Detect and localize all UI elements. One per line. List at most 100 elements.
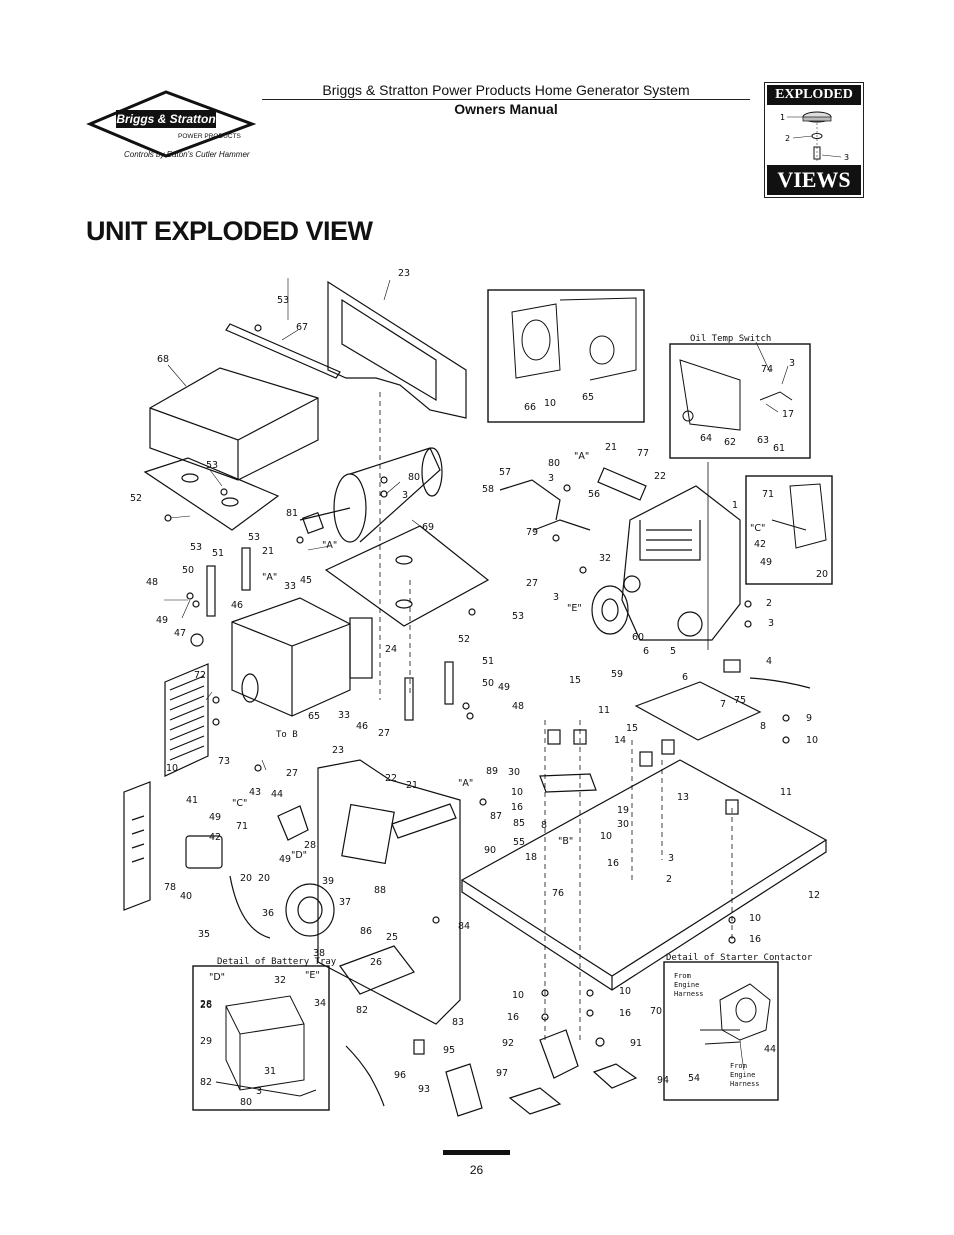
logo-brand-sub: POWER PRODUCTS <box>178 133 242 140</box>
callout: 53 <box>248 532 260 543</box>
callout: 52 <box>458 634 470 645</box>
callout: 48 <box>512 701 524 712</box>
callout: 53 <box>277 295 289 306</box>
callout: 48 <box>146 577 158 588</box>
page-heading: UNIT EXPLODED VIEW <box>86 216 373 246</box>
callout: 4 <box>766 656 772 667</box>
callout: 3 <box>553 592 559 603</box>
callout: 80 <box>408 472 420 483</box>
callout: 46 <box>356 721 368 732</box>
callout: 17 <box>782 409 794 420</box>
callout: 25 <box>386 932 398 943</box>
callout: 21 <box>605 442 617 453</box>
callout: 55 <box>513 837 525 848</box>
callout: 16 <box>619 1008 631 1019</box>
callout: "C" <box>750 523 765 534</box>
callout: 22 <box>385 773 397 784</box>
callout: 78 <box>164 882 176 893</box>
callout: 10 <box>544 398 556 409</box>
callout: 70 <box>650 1006 662 1017</box>
callout: 21 <box>406 780 418 791</box>
callout: 12 <box>808 890 820 901</box>
callout: 63 <box>757 435 769 446</box>
callout: 20 <box>816 569 828 580</box>
callout: 80 <box>240 1097 252 1108</box>
document-subtitle: Owners Manual <box>454 101 558 117</box>
callout: "A" <box>574 451 589 462</box>
callout: 43 <box>249 787 261 798</box>
caption-starter-contactor: Detail of Starter Contactor <box>666 953 813 963</box>
callout: "B" <box>558 836 573 847</box>
callout: "D" <box>291 850 307 861</box>
callout: 86 <box>360 926 372 937</box>
callout: 53 <box>512 611 524 622</box>
callout: 81 <box>286 508 298 519</box>
callout: 92 <box>502 1038 514 1049</box>
callout: 80 <box>548 458 560 469</box>
callout: 5 <box>670 646 676 657</box>
callout: 26 <box>200 1000 212 1011</box>
callout: 16 <box>749 934 761 945</box>
callout: 16 <box>607 858 619 869</box>
callout: 16 <box>507 1012 519 1023</box>
callout: 11 <box>598 705 610 716</box>
callout: 3 <box>402 490 408 501</box>
detail-box-connector-c <box>745 475 833 585</box>
detail-box-starter-contactor <box>663 961 779 1101</box>
callout: 46 <box>231 600 243 611</box>
callout: 20 <box>240 873 252 884</box>
callout: 64 <box>700 433 712 444</box>
callout: 23 <box>398 268 410 279</box>
callout: 68 <box>157 354 169 365</box>
callout: 87 <box>490 811 502 822</box>
callout: 10 <box>749 913 761 924</box>
caption-from-engine-harness-1: From Engine Harness <box>674 972 704 998</box>
callout: 34 <box>314 998 326 1009</box>
caption-oil-temp-switch: Oil Temp Switch <box>690 334 771 344</box>
callout: "A" <box>262 572 277 583</box>
callout: 20 <box>258 873 270 884</box>
callout: 10 <box>512 990 524 1001</box>
callout: 52 <box>130 493 142 504</box>
callout: 84 <box>458 921 470 932</box>
callout: 8 <box>541 820 547 831</box>
callout: 65 <box>582 392 594 403</box>
exploded-views-badge: EXPLODED 1 2 3 VIEWS <box>764 82 864 198</box>
callout: 35 <box>198 929 210 940</box>
callout: 3 <box>548 473 554 484</box>
badge-bottom-word: VIEWS <box>767 165 861 195</box>
callout: 10 <box>806 735 818 746</box>
callout: 74 <box>761 364 773 375</box>
callout: 27 <box>526 578 538 589</box>
callout: 82 <box>356 1005 368 1016</box>
caption-to-b: To B <box>276 730 298 740</box>
badge-label-1: 1 <box>780 113 785 122</box>
callout: 27 <box>378 728 390 739</box>
caption-from-engine-harness-2: From Engine Harness <box>730 1062 760 1088</box>
callout: 94 <box>657 1075 669 1086</box>
briggs-stratton-logo: Briggs & Stratton POWER PRODUCTS <box>86 90 256 158</box>
callout: 77 <box>637 448 649 459</box>
callout: 44 <box>271 789 283 800</box>
callout: 28 <box>304 840 316 851</box>
callout: 56 <box>588 489 600 500</box>
callout: 3 <box>668 853 674 864</box>
callout: "C" <box>232 798 247 809</box>
callout: "E" <box>305 970 320 981</box>
callout: 54 <box>688 1073 700 1084</box>
badge-top-word: EXPLODED <box>767 85 861 105</box>
callout: "A" <box>322 540 337 551</box>
callout: 18 <box>525 852 537 863</box>
callout: 13 <box>677 792 689 803</box>
document-title: Briggs & Stratton Power Products Home Ge… <box>322 82 690 98</box>
callout: 97 <box>496 1068 508 1079</box>
callout: 10 <box>511 787 523 798</box>
callout: "D" <box>209 972 225 983</box>
callout: 85 <box>513 818 525 829</box>
callout: 24 <box>385 644 397 655</box>
callout: 65 <box>308 711 320 722</box>
callout: 51 <box>212 548 224 559</box>
badge-illustration: 1 2 3 <box>780 111 849 162</box>
logo-brand-name: Briggs & Stratton <box>116 112 215 126</box>
exploded-view-diagram: Oil Temp Switch Detail of Battery Tray D… <box>123 268 833 1117</box>
